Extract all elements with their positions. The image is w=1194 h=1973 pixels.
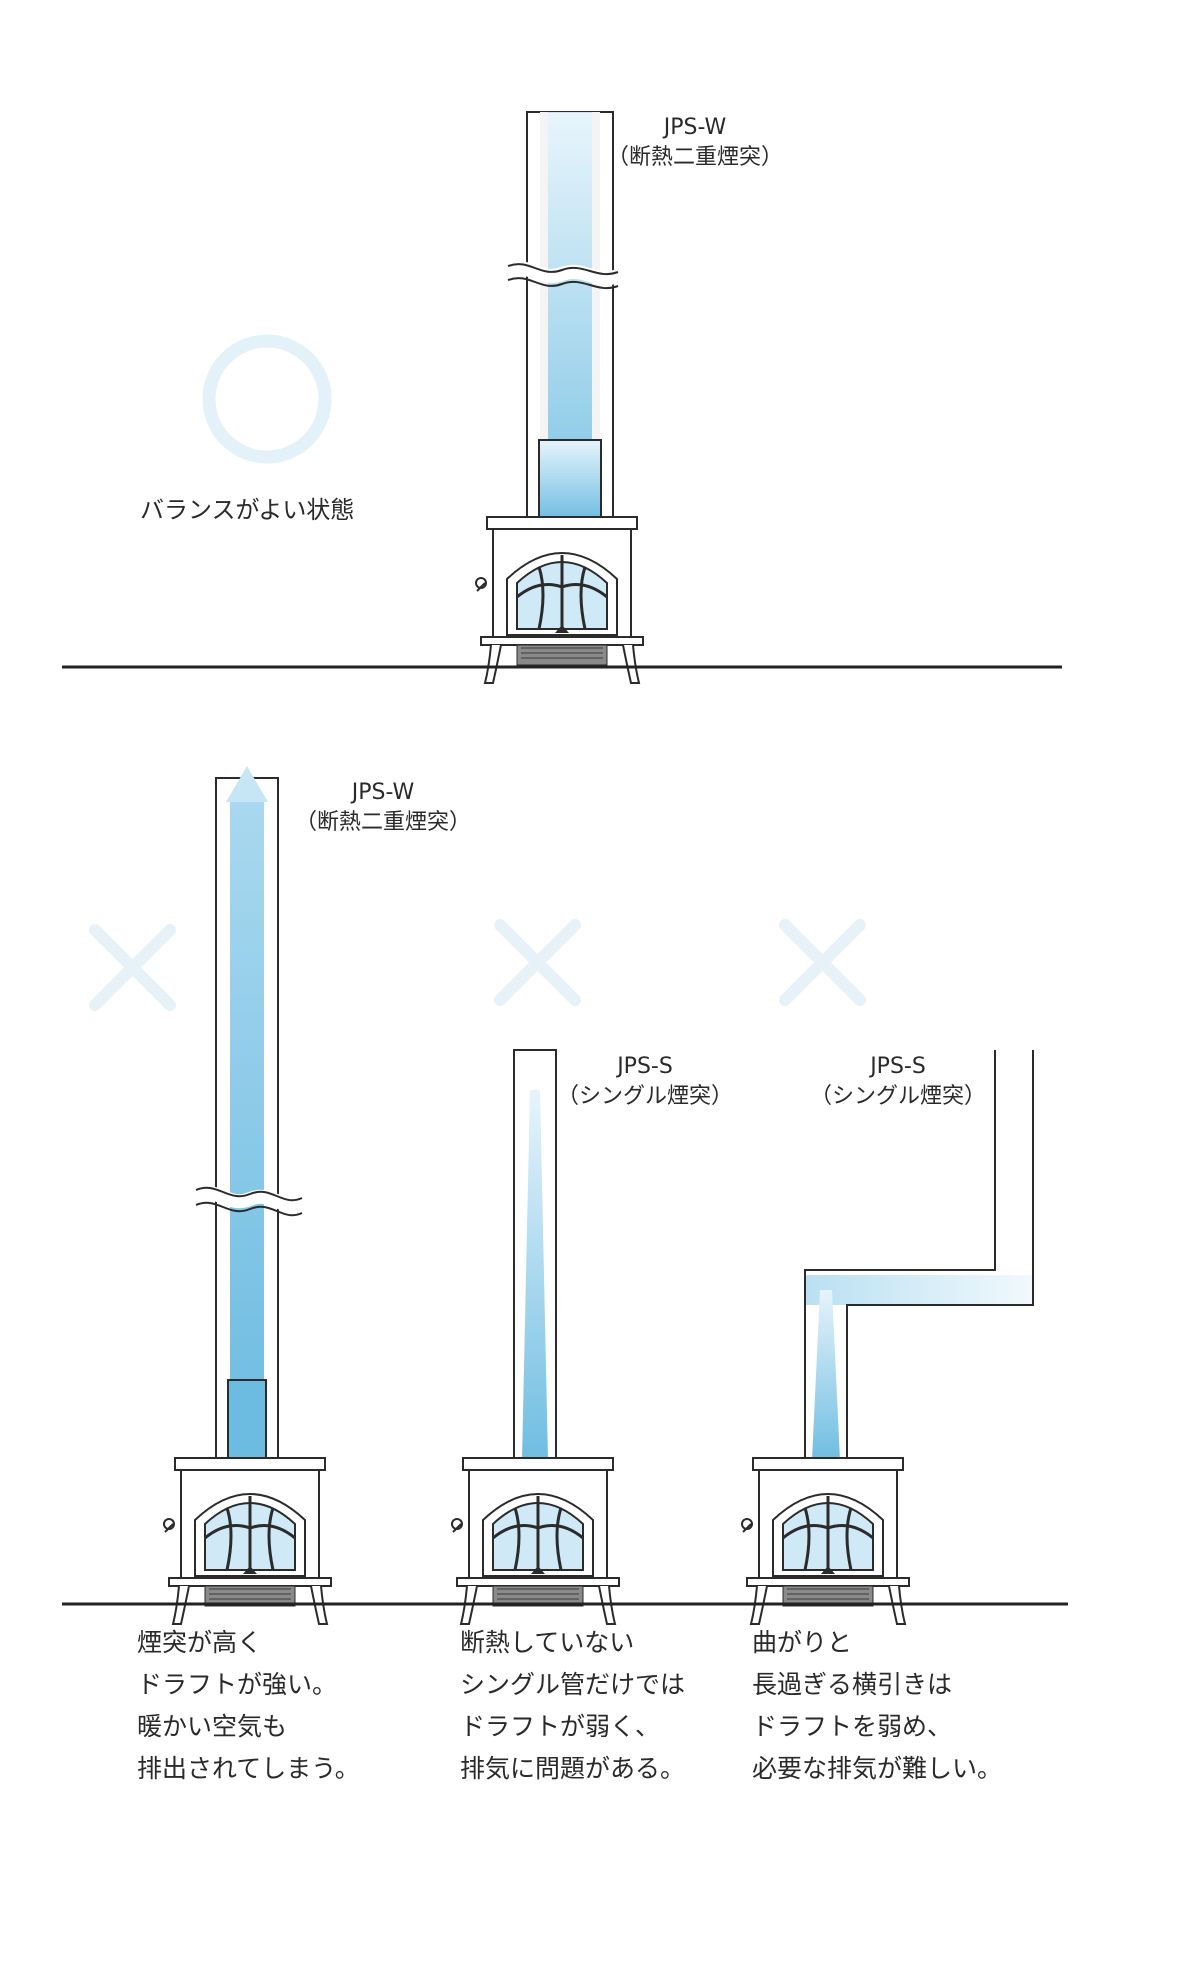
caption-line: 暖かい空気も — [137, 1712, 288, 1741]
stove-grate — [492, 1585, 584, 1607]
stove-grate — [782, 1585, 874, 1607]
caption-line: ドラフトが弱く、 — [460, 1712, 661, 1741]
stove-grate — [516, 644, 608, 666]
chimney-jps-w-top — [505, 111, 621, 521]
scene-long-offset — [741, 919, 1034, 1625]
caption-line: シングル管だけでは — [460, 1670, 686, 1699]
caption: 煙突が高く ドラフトが強い。 暖かい空気も 排出されてしまう。 — [137, 1622, 360, 1790]
caption-line: ドラフトが強い。 — [137, 1670, 338, 1699]
chimney-model: JPS-S — [870, 1054, 926, 1079]
stove-top-plate — [462, 1457, 614, 1471]
caption-line: 曲がりと — [752, 1628, 853, 1657]
chimney-label: JPS-W （断熱二重煙突） — [288, 778, 478, 838]
stove-leg — [483, 644, 502, 684]
status-text: バランスがよい状態 — [140, 496, 355, 524]
wood-stove — [163, 1457, 332, 1625]
wood-stove — [475, 516, 644, 684]
chimney-desc: （シングル煙突） — [809, 1084, 986, 1109]
wood-stove — [741, 1457, 910, 1625]
scene-balanced — [62, 111, 1062, 684]
chimney-desc: （断熱二重煙突） — [294, 810, 471, 835]
caption-line: 必要な排気が難しい。 — [752, 1754, 1003, 1783]
scene-single-wall — [451, 919, 620, 1625]
stove-ash-shelf — [456, 1577, 620, 1587]
stove-ash-shelf — [746, 1577, 910, 1587]
bad-cross-mark — [494, 919, 581, 1006]
caption-line: ドラフトを弱め、 — [752, 1712, 953, 1741]
caption-line: 煙突が高く — [137, 1628, 263, 1657]
good-circle-mark — [202, 334, 332, 464]
chimney-label: JPS-W （断熱二重煙突） — [600, 113, 790, 173]
caption-line: 排気に問題がある。 — [460, 1754, 686, 1783]
caption-line: 長過ぎる横引きは — [752, 1670, 953, 1699]
stove-leg — [622, 644, 641, 684]
bad-cross-mark — [89, 924, 176, 1011]
chimney-label: JPS-S （シングル煙突） — [808, 1052, 988, 1112]
stove-top-plate — [752, 1457, 904, 1471]
stove-grate — [204, 1585, 296, 1607]
chimney-model: JPS-S — [617, 1054, 673, 1079]
chimney-desc: （シングル煙突） — [556, 1084, 733, 1109]
caption: 曲がりと 長過ぎる横引きは ドラフトを弱め、 必要な排気が難しい。 — [752, 1622, 1002, 1790]
chimney-label: JPS-S （シングル煙突） — [555, 1052, 735, 1112]
chimney-model: JPS-W — [663, 115, 727, 140]
scene-too-tall — [89, 766, 332, 1625]
chimney-jps-s-offset — [804, 1050, 1034, 1460]
caption: 断熱していない シングル管だけでは ドラフトが弱く、 排気に問題がある。 — [460, 1622, 685, 1790]
chimney-jps-s-straight — [513, 1049, 557, 1461]
stove-top-plate — [174, 1457, 326, 1471]
chimney-jps-w-tall — [193, 766, 305, 1461]
caption-line: 断熱していない — [460, 1628, 635, 1657]
wood-stove — [451, 1457, 620, 1625]
stove-ash-shelf — [480, 636, 644, 646]
chimney-model: JPS-W — [351, 780, 415, 805]
stove-top-plate — [486, 516, 638, 530]
stove-ash-shelf — [168, 1577, 332, 1587]
caption-line: 排出されてしまう。 — [137, 1754, 360, 1783]
bad-cross-mark — [779, 919, 866, 1006]
chimney-desc: （断熱二重煙突） — [606, 145, 783, 170]
